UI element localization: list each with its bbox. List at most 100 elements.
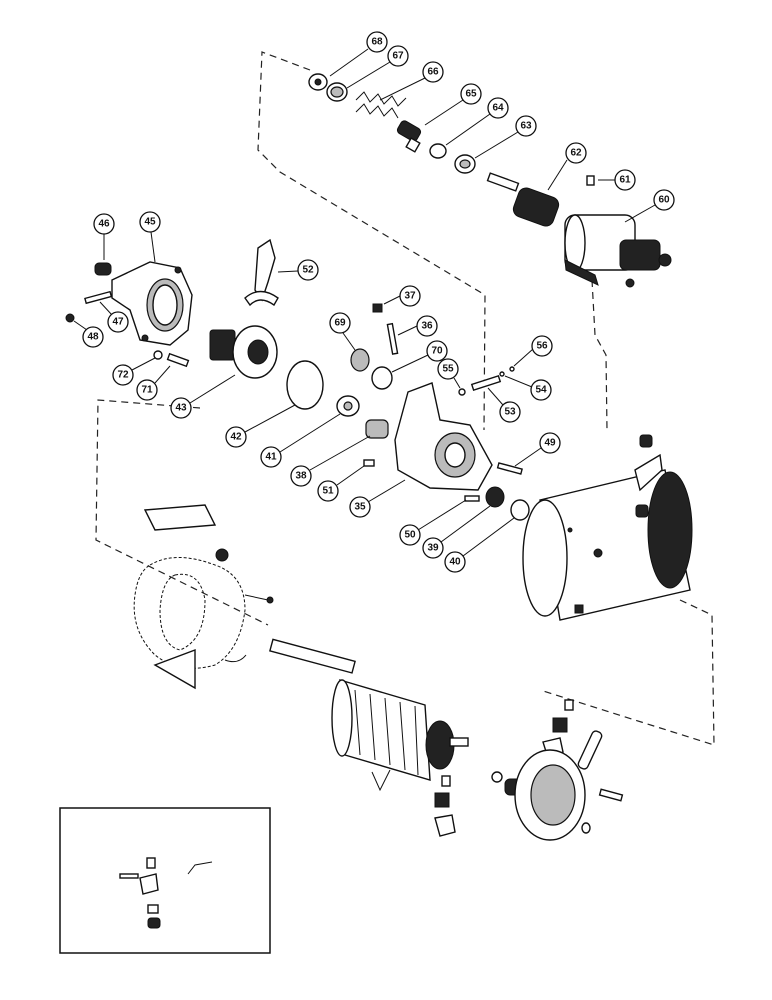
- part-38-bushing: [365, 419, 389, 439]
- brush-holder-upper: [542, 699, 574, 759]
- callout-60: 60: [624, 189, 675, 223]
- callout-55: 55: [437, 358, 461, 389]
- assembly-guide-lines: [95, 51, 715, 746]
- callout-46-text: 46: [98, 219, 110, 230]
- callout-43-text: 43: [175, 403, 187, 414]
- through-bolt: [577, 730, 603, 770]
- callout-43: 43: [170, 374, 236, 419]
- callout-72: 72: [112, 357, 156, 386]
- part-39-bearing: [485, 486, 505, 508]
- callout-64-text: 64: [492, 103, 504, 114]
- callout-62-text: 62: [570, 148, 582, 159]
- callout-45: 45: [139, 211, 161, 263]
- callout-40-text: 40: [449, 557, 461, 568]
- part-52-shift-lever: [244, 238, 279, 307]
- callout-64: 64: [445, 97, 509, 146]
- callout-71: 71: [136, 365, 171, 401]
- callout-55-text: 55: [442, 364, 454, 375]
- callout-60-text: 60: [658, 195, 670, 206]
- callout-66: 66: [379, 61, 444, 101]
- callout-39: 39: [422, 505, 491, 559]
- callout-54-text: 54: [535, 385, 547, 396]
- callout-42-text: 42: [230, 432, 242, 443]
- callout-42: 42: [225, 404, 296, 448]
- part-45-drive-housing: [111, 261, 193, 346]
- part-62-plunger-shaft: [486, 172, 560, 227]
- callout-63: 63: [474, 115, 537, 159]
- callout-35: 35: [349, 479, 406, 518]
- callout-53: 53: [487, 387, 521, 423]
- callout-69-text: 69: [334, 318, 346, 329]
- callout-65-text: 65: [465, 89, 477, 100]
- callout-70: 70: [391, 340, 448, 373]
- brush-holder-lower: [434, 775, 456, 837]
- callout-45-text: 45: [144, 217, 156, 228]
- callout-52-text: 52: [302, 265, 314, 276]
- part-36-pin: [386, 322, 399, 355]
- part-37-set-screw: [372, 303, 383, 313]
- callout-48-text: 48: [87, 332, 99, 343]
- part-67-washer: [326, 82, 348, 102]
- part-61-screw: [586, 175, 595, 186]
- part-47-pin: [84, 290, 113, 305]
- part-68-nut: [308, 73, 328, 91]
- callout-65: 65: [424, 83, 482, 126]
- part-72-washer: [153, 350, 163, 360]
- frame-bracket: [634, 434, 663, 518]
- callout-56: 56: [513, 335, 553, 367]
- callout-50: 50: [399, 499, 467, 546]
- callout-56-text: 56: [536, 341, 548, 352]
- callouts: 68 67 66 65 64 63 62: [73, 31, 675, 573]
- callout-63-text: 63: [520, 121, 532, 132]
- callout-54: 54: [504, 375, 552, 401]
- callout-36-text: 36: [421, 321, 433, 332]
- callout-38-text: 38: [295, 471, 307, 482]
- part-55-washer: [458, 388, 466, 396]
- part-64-washer: [429, 143, 447, 159]
- callout-67: 67: [346, 45, 409, 89]
- part-40-washer: [510, 499, 530, 521]
- part-71-bolt: [166, 352, 190, 368]
- callout-35-text: 35: [354, 502, 366, 513]
- callout-52: 52: [277, 259, 319, 281]
- callout-61: 61: [598, 169, 636, 191]
- callout-37-text: 37: [404, 291, 416, 302]
- callout-71-text: 71: [141, 385, 153, 396]
- callout-37: 37: [383, 285, 421, 307]
- callout-62: 62: [547, 142, 587, 191]
- starter-frame: [522, 469, 693, 621]
- part-46-bushing: [94, 262, 112, 276]
- armature: [269, 638, 469, 781]
- callout-40: 40: [444, 517, 515, 573]
- part-56-washer: [509, 366, 515, 372]
- part-51-screw: [363, 459, 375, 467]
- commutator-end-cap: [491, 749, 624, 841]
- triangle-marker: [153, 648, 196, 690]
- callout-46: 46: [93, 213, 115, 260]
- callout-68-text: 68: [371, 37, 383, 48]
- field-coil-assembly: [133, 504, 274, 669]
- callout-50-text: 50: [404, 530, 416, 541]
- callout-49: 49: [514, 432, 561, 467]
- callout-67-text: 67: [392, 51, 404, 62]
- part-50-bolt: [464, 495, 480, 502]
- part-69-bushing: [350, 348, 370, 372]
- inset-box: [59, 807, 271, 954]
- callout-70-text: 70: [431, 346, 443, 357]
- part-54-washer: [499, 371, 505, 377]
- callout-69: 69: [329, 312, 356, 351]
- callout-66-text: 66: [427, 67, 439, 78]
- callout-51-text: 51: [322, 486, 334, 497]
- part-42-seal-ring: [286, 360, 324, 410]
- part-66-spring: [355, 91, 407, 119]
- callout-41: 41: [260, 413, 341, 468]
- part-53-shaft: [470, 374, 502, 392]
- part-63-washer: [454, 154, 476, 174]
- part-60-solenoid: [564, 214, 672, 288]
- callout-38: 38: [290, 435, 371, 487]
- callout-47: 47: [99, 301, 129, 333]
- part-48-nut: [65, 313, 75, 323]
- callout-53-text: 53: [504, 407, 516, 418]
- callout-51: 51: [317, 465, 365, 502]
